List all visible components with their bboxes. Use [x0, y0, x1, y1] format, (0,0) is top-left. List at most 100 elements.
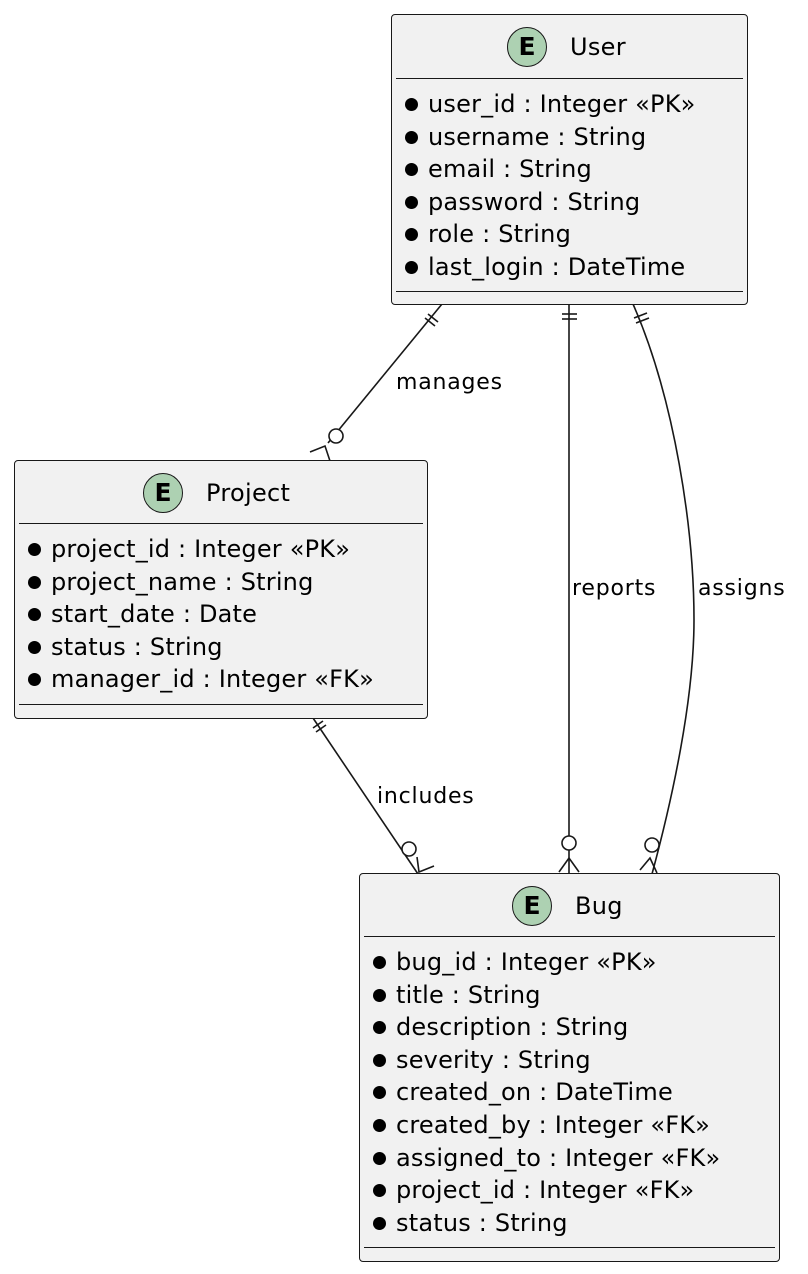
bullet-icon	[28, 640, 41, 654]
attribute-text: user_id : Integer «PK»	[428, 90, 696, 118]
entity-user-header-divider	[396, 78, 743, 79]
attribute-text: manager_id : Integer «FK»	[51, 665, 374, 694]
bullet-icon	[28, 543, 41, 556]
reports-zero-circle	[561, 835, 577, 851]
bullet-icon	[405, 195, 418, 209]
entity-bug-header-divider	[364, 936, 775, 937]
bullet-icon	[405, 130, 418, 144]
includes-label: includes	[377, 784, 475, 809]
attribute-row: severity : String	[373, 1044, 720, 1077]
reports-label: reports	[572, 576, 657, 601]
attribute-row: email : String	[405, 153, 696, 186]
attribute-row: description : String	[373, 1011, 720, 1044]
attribute-text: password : String	[428, 187, 641, 216]
attribute-row: assigned_to : Integer «FK»	[373, 1142, 720, 1175]
bullet-icon	[405, 260, 418, 274]
entity-user-header: E User	[392, 15, 747, 79]
attribute-row: role : String	[405, 218, 696, 251]
assigns-zero-circle	[644, 837, 660, 853]
bullet-icon	[373, 1118, 386, 1132]
entity-project-methods-divider	[19, 704, 423, 705]
attribute-text: assigned_to : Integer «FK»	[396, 1143, 721, 1172]
attribute-text: start_date : Date	[51, 600, 258, 629]
attribute-text: created_by : Integer «FK»	[396, 1110, 711, 1139]
attribute-row: created_by : Integer «FK»	[373, 1109, 720, 1142]
attribute-row: project_id : Integer «PK»	[28, 533, 374, 566]
assigns-crow-foot	[639, 856, 658, 874]
attribute-text: status : String	[51, 632, 223, 661]
entity-badge-icon: E	[507, 27, 547, 67]
entity-bug-header: E Bug	[360, 874, 779, 938]
reports-crow-foot	[558, 856, 580, 873]
bullet-icon	[373, 956, 386, 969]
bullet-icon	[373, 1021, 386, 1035]
attribute-text: last_login : DateTime	[428, 252, 686, 281]
assigns-one-bar	[633, 312, 648, 319]
entity-project-name: Project	[206, 479, 291, 507]
attribute-text: bug_id : Integer «PK»	[396, 948, 657, 976]
bullet-icon	[405, 163, 418, 177]
entity-user-methods-divider	[396, 291, 743, 292]
attribute-text: project_id : Integer «PK»	[51, 535, 351, 563]
includes-crow-foot	[416, 856, 435, 874]
bullet-icon	[28, 608, 41, 622]
entity-badge-icon: E	[143, 473, 183, 513]
attribute-text: severity : String	[396, 1045, 591, 1074]
bullet-icon	[373, 1151, 386, 1165]
attribute-text: username : String	[428, 122, 647, 151]
entity-project[interactable]: E Project project_id : Integer «PK» proj…	[14, 460, 428, 719]
attribute-row: project_id : Integer «FK»	[373, 1174, 720, 1207]
entity-bug-attributes: bug_id : Integer «PK» title : String des…	[373, 946, 720, 1239]
bullet-icon	[405, 98, 418, 111]
bullet-icon	[405, 228, 418, 242]
attribute-row: start_date : Date	[28, 598, 374, 631]
bullet-icon	[28, 673, 41, 687]
includes-line	[312, 717, 419, 875]
includes-one-bar	[312, 720, 324, 729]
attribute-row: title : String	[373, 979, 720, 1012]
attribute-row: password : String	[405, 186, 696, 219]
attribute-row: manager_id : Integer «FK»	[28, 663, 374, 696]
attribute-text: project_id : Integer «FK»	[396, 1176, 695, 1205]
includes-zero-circle	[401, 841, 417, 857]
attribute-row: created_on : DateTime	[373, 1076, 720, 1109]
attribute-text: email : String	[428, 155, 592, 184]
attribute-row: project_name : String	[28, 566, 374, 599]
bullet-icon	[28, 575, 41, 589]
manages-line	[327, 303, 443, 444]
manages-label: manages	[396, 370, 503, 395]
entity-bug-methods-divider	[364, 1247, 775, 1248]
entity-badge-icon: E	[512, 886, 552, 926]
attribute-row: user_id : Integer «PK»	[405, 88, 696, 121]
includes-one-bar	[315, 724, 327, 733]
manages-one-bar	[427, 313, 439, 323]
attribute-text: description : String	[396, 1013, 629, 1042]
assigns-one-bar	[635, 317, 650, 324]
attribute-row: status : String	[28, 631, 374, 664]
assigns-label: assigns	[698, 576, 786, 601]
attribute-row: bug_id : Integer «PK»	[373, 946, 720, 979]
attribute-row: last_login : DateTime	[405, 251, 696, 284]
attribute-row: username : String	[405, 121, 696, 154]
attribute-text: project_name : String	[51, 567, 314, 596]
entity-user-attributes: user_id : Integer «PK» username : String…	[405, 88, 696, 284]
entity-bug-name: Bug	[575, 892, 623, 920]
entity-user[interactable]: E User user_id : Integer «PK» username :…	[391, 14, 748, 305]
entity-project-header: E Project	[15, 461, 427, 525]
assigns-line	[632, 303, 695, 875]
bullet-icon	[373, 1216, 386, 1230]
bullet-icon	[373, 1086, 386, 1100]
attribute-row: status : String	[373, 1207, 720, 1240]
manages-zero-circle	[328, 428, 344, 444]
manages-crow-foot	[309, 444, 331, 462]
entity-user-name: User	[570, 33, 626, 61]
entity-project-attributes: project_id : Integer «PK» project_name :…	[28, 533, 374, 696]
manages-one-bar	[424, 317, 436, 327]
attribute-text: role : String	[428, 220, 572, 249]
attribute-text: created_on : DateTime	[396, 1078, 673, 1107]
attribute-text: title : String	[396, 980, 541, 1009]
bullet-icon	[373, 1053, 386, 1067]
bullet-icon	[373, 1184, 386, 1198]
entity-bug[interactable]: E Bug bug_id : Integer «PK» title : Stri…	[359, 873, 780, 1262]
